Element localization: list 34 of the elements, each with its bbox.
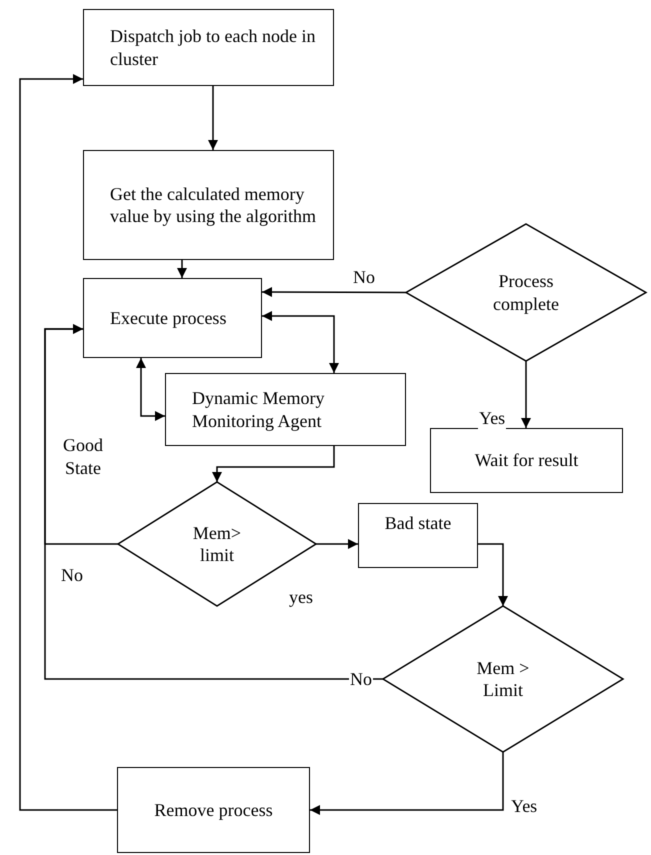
process-box bbox=[83, 9, 334, 86]
arrow bbox=[262, 287, 406, 298]
arrow bbox=[521, 361, 531, 428]
process-box bbox=[358, 503, 478, 568]
process-box bbox=[83, 278, 262, 358]
arrow bbox=[478, 543, 508, 606]
step-text: Execute process bbox=[110, 306, 226, 330]
decision-text: Mem> limit bbox=[192, 522, 242, 566]
process-box bbox=[165, 373, 406, 446]
arrow bbox=[19, 74, 117, 811]
arrow bbox=[44, 324, 383, 680]
step-text: Dynamic Memory Monitoring Agent bbox=[192, 387, 326, 432]
arrow bbox=[316, 539, 358, 549]
arrow bbox=[212, 446, 335, 482]
decision-diamond bbox=[406, 224, 646, 361]
edge-label: Yes bbox=[478, 409, 506, 429]
arrow bbox=[136, 358, 165, 421]
decision-text: Mem > Limit bbox=[476, 656, 530, 702]
process-box bbox=[83, 150, 334, 260]
arrow bbox=[262, 311, 339, 373]
step-text: Dispatch job to each node in cluster bbox=[110, 25, 316, 70]
decision-text: Process complete bbox=[492, 270, 560, 315]
decision-diamond bbox=[383, 606, 623, 752]
step-text: Get the calculated memory value by using the algorithm bbox=[110, 182, 317, 228]
process-box bbox=[430, 428, 623, 493]
step-text: Remove process bbox=[154, 798, 273, 822]
arrow bbox=[208, 86, 218, 150]
step-text: Bad state bbox=[384, 512, 452, 534]
arrow bbox=[177, 260, 187, 278]
process-box bbox=[117, 767, 310, 853]
decision-diamond bbox=[118, 482, 316, 606]
step-text: Wait for result bbox=[474, 449, 578, 472]
state-label: Good State bbox=[62, 434, 104, 479]
arrow bbox=[310, 752, 504, 815]
